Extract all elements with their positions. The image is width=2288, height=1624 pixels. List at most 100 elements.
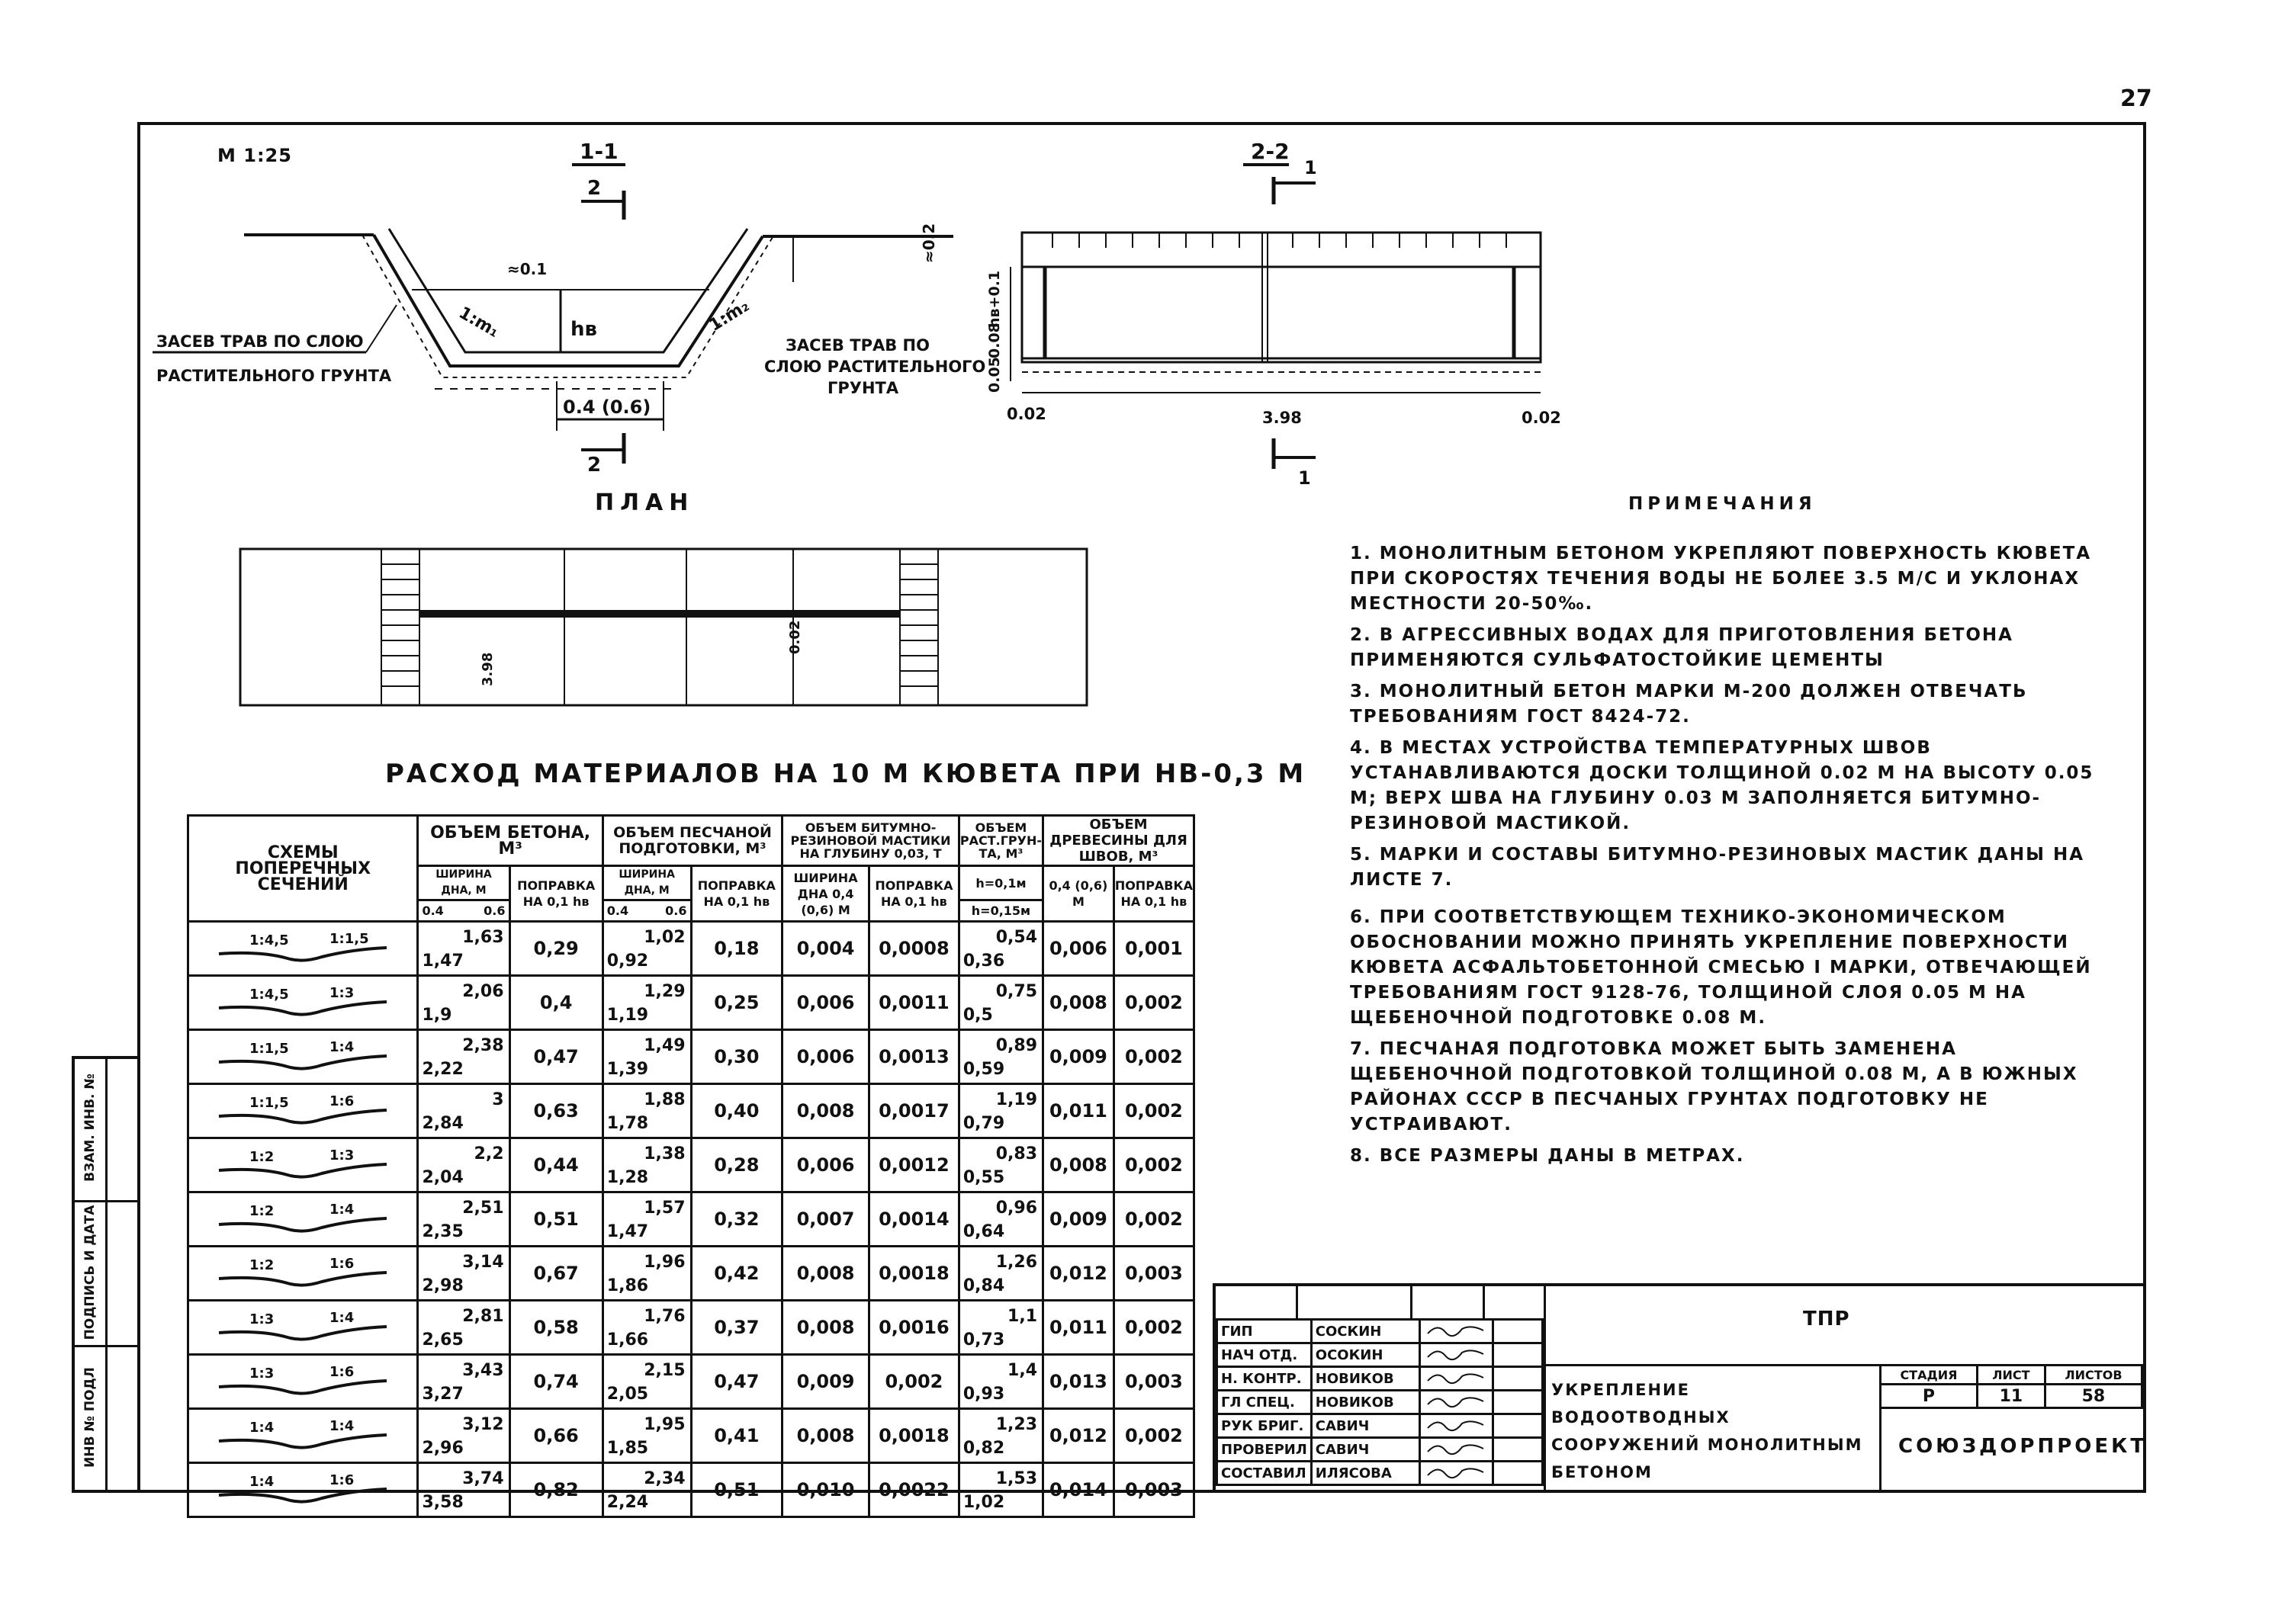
mastic-correction-cell: 0,0011 <box>867 974 960 1031</box>
soil-cell-lower: 0,75 <box>995 982 1038 1001</box>
concrete-cell-upper: 2,98 <box>422 1276 464 1295</box>
sand-correction-cell: 0,47 <box>689 1353 784 1410</box>
signature-date <box>1491 1436 1544 1462</box>
seeding-left-1: ЗАСЕВ ТРАВ ПО СЛОЮ <box>156 332 364 351</box>
soil-cell-upper: 0,5 <box>962 1006 993 1025</box>
sand-cell-upper: 2,24 <box>606 1493 649 1512</box>
sand-correction-cell: 0,30 <box>689 1029 784 1085</box>
signature-date <box>1491 1342 1544 1368</box>
dim-length: 3.98 <box>1262 409 1302 427</box>
sand-correction-cell: 0,25 <box>689 974 784 1031</box>
signature-mark <box>1418 1436 1494 1462</box>
concrete-cell-lower: 3,12 <box>462 1415 504 1434</box>
concrete-correction-cell: 0,67 <box>508 1245 604 1301</box>
header-wood: ОБЪЕМ ДРЕВЕСИНЫ ДЛЯ ШВОВ, М³ <box>1042 814 1195 867</box>
wood-cell: 0,012 <box>1042 1407 1115 1464</box>
sand-correction-cell: 0,18 <box>689 920 784 977</box>
mastic-cell: 0,010 <box>781 1462 870 1518</box>
sheet-label: ЛИСТ <box>1975 1364 2046 1385</box>
bottom-width-label: 0.4 (0.6) <box>563 396 651 418</box>
seeding-right-3: ГРУНТА <box>827 379 899 397</box>
concrete-correction-cell: 0,74 <box>508 1353 604 1410</box>
signature-date <box>1491 1366 1544 1391</box>
concrete-correction-cell: 0,51 <box>508 1191 604 1247</box>
mastic-correction-cell: 0,0014 <box>867 1191 960 1247</box>
wood-correction-cell: 0,002 <box>1112 1137 1196 1193</box>
notes-title: ПРИМЕЧАНИЯ <box>1628 494 1817 514</box>
mastic-cell: 0,008 <box>781 1245 870 1301</box>
soil-cell-upper: 0,55 <box>962 1168 1005 1187</box>
plan-dim-1: 3.98 <box>480 653 496 686</box>
sand-cell-lower: 1,02 <box>644 928 686 947</box>
mastic-correction-cell: 0,002 <box>867 1353 960 1410</box>
concrete-cell-upper: 3,58 <box>422 1493 464 1512</box>
concrete-cell-lower: 2,38 <box>462 1036 504 1055</box>
wood-correction-cell: 0,003 <box>1112 1462 1196 1518</box>
sand-cell-lower: 1,95 <box>644 1415 686 1434</box>
signature-date <box>1491 1413 1544 1439</box>
scheme-left-slope: 1:4,5 <box>249 932 289 948</box>
note-1: 1. Монолитным бетоном укрепляют поверхно… <box>1350 544 2092 614</box>
concrete-cell-lower: 3 <box>492 1090 504 1109</box>
mastic-correction-cell: 0,0008 <box>867 920 960 977</box>
stage-label: СТАДИЯ <box>1879 1364 1978 1385</box>
sand-cell-upper: 2,05 <box>606 1385 649 1404</box>
soil-cell-upper: 0,93 <box>962 1385 1005 1404</box>
scheme-right-slope: 1:1,5 <box>329 931 369 947</box>
soil-cell-upper: 0,82 <box>962 1439 1005 1458</box>
concrete-cell-upper: 2,35 <box>422 1222 464 1241</box>
wood-cell: 0,009 <box>1042 1029 1115 1085</box>
sheet-value: 11 <box>1975 1383 2046 1409</box>
sand-cell-upper: 1,86 <box>606 1276 649 1295</box>
note-6: 6. При соответствующем технико-экономиче… <box>1350 907 2092 1028</box>
concrete-cell-upper: 2,22 <box>422 1060 464 1079</box>
signature-mark <box>1418 1318 1494 1344</box>
scheme-left-slope: 1:3 <box>249 1366 274 1382</box>
stamp-text-3: ИНВ № ПОДЛ <box>82 1367 98 1468</box>
dim-gap-left: 0.02 <box>1007 405 1046 423</box>
signature-mark <box>1418 1366 1494 1391</box>
stage-value: Р <box>1879 1383 1978 1409</box>
concrete-cell-lower: 3,14 <box>462 1253 504 1272</box>
scheme-cell: 1:4,5 1:1,5 <box>186 920 419 977</box>
mastic-cell: 0,004 <box>781 920 870 977</box>
scheme-right-slope: 1:6 <box>329 1364 354 1380</box>
sand-cell-lower: 1,57 <box>644 1199 686 1218</box>
dim-gap-right: 0.02 <box>1522 409 1561 427</box>
drawing-title: Укрепление водоотводных сооружений монол… <box>1551 1381 1863 1481</box>
section-label-2-2: 2-2 <box>1251 139 1290 164</box>
sand-cell-lower: 1,76 <box>644 1307 686 1326</box>
wood-correction-cell: 0,001 <box>1112 920 1196 977</box>
soil-cell-lower: 1,26 <box>995 1253 1038 1272</box>
seeding-left-2: РАСТИТЕЛЬНОГО ГРУНТА <box>156 367 392 385</box>
slope-right-label: 1:m₂ <box>706 297 753 335</box>
page-number: 27 <box>2120 85 2152 112</box>
mastic-cell: 0,008 <box>781 1299 870 1356</box>
signature-role: Н. КОНТР. <box>1216 1366 1313 1391</box>
sand-cell-upper: 1,66 <box>606 1330 649 1350</box>
concrete-cell-upper: 3,27 <box>422 1385 464 1404</box>
header-soil-h2: h=0,15м <box>957 899 1045 923</box>
